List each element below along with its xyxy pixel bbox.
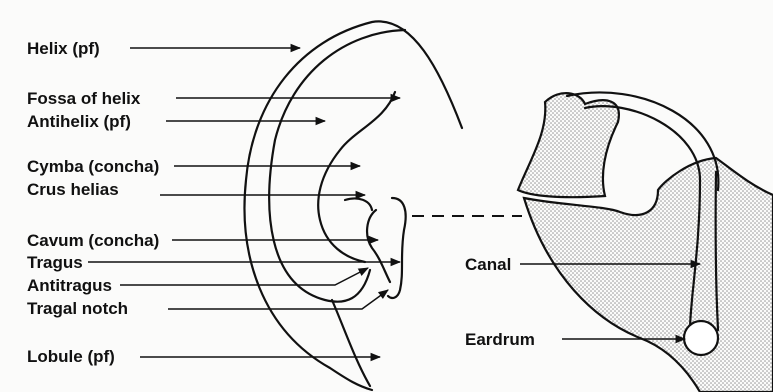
helix-rim bbox=[245, 21, 462, 390]
antihelix-line bbox=[318, 92, 395, 262]
label-antihelix: Antihelix (pf) bbox=[27, 112, 131, 131]
leader-antitragus bbox=[120, 268, 368, 285]
labels: Helix (pf) Fossa of helix Antihelix (pf)… bbox=[27, 39, 700, 366]
label-tragus: Tragus bbox=[27, 253, 83, 272]
label-antitragus: Antitragus bbox=[27, 276, 112, 295]
label-cymba: Cymba (concha) bbox=[27, 157, 159, 176]
label-helix: Helix (pf) bbox=[27, 39, 100, 58]
outer-ear bbox=[245, 21, 462, 390]
crus-of-helix bbox=[345, 198, 372, 210]
upper-tissue bbox=[518, 93, 619, 197]
leader-tragal-notch bbox=[168, 290, 388, 309]
label-cavum: Cavum (concha) bbox=[27, 231, 159, 250]
label-fossa-of-helix: Fossa of helix bbox=[27, 89, 141, 108]
label-tragal-notch: Tragal notch bbox=[27, 299, 128, 318]
label-crus-helias: Crus helias bbox=[27, 180, 119, 199]
tragus-outline bbox=[388, 198, 406, 298]
label-eardrum: Eardrum bbox=[465, 330, 535, 349]
canal-cross-section bbox=[518, 92, 773, 392]
label-canal: Canal bbox=[465, 255, 511, 274]
eardrum-circle bbox=[684, 321, 718, 355]
label-lobule: Lobule (pf) bbox=[27, 347, 115, 366]
